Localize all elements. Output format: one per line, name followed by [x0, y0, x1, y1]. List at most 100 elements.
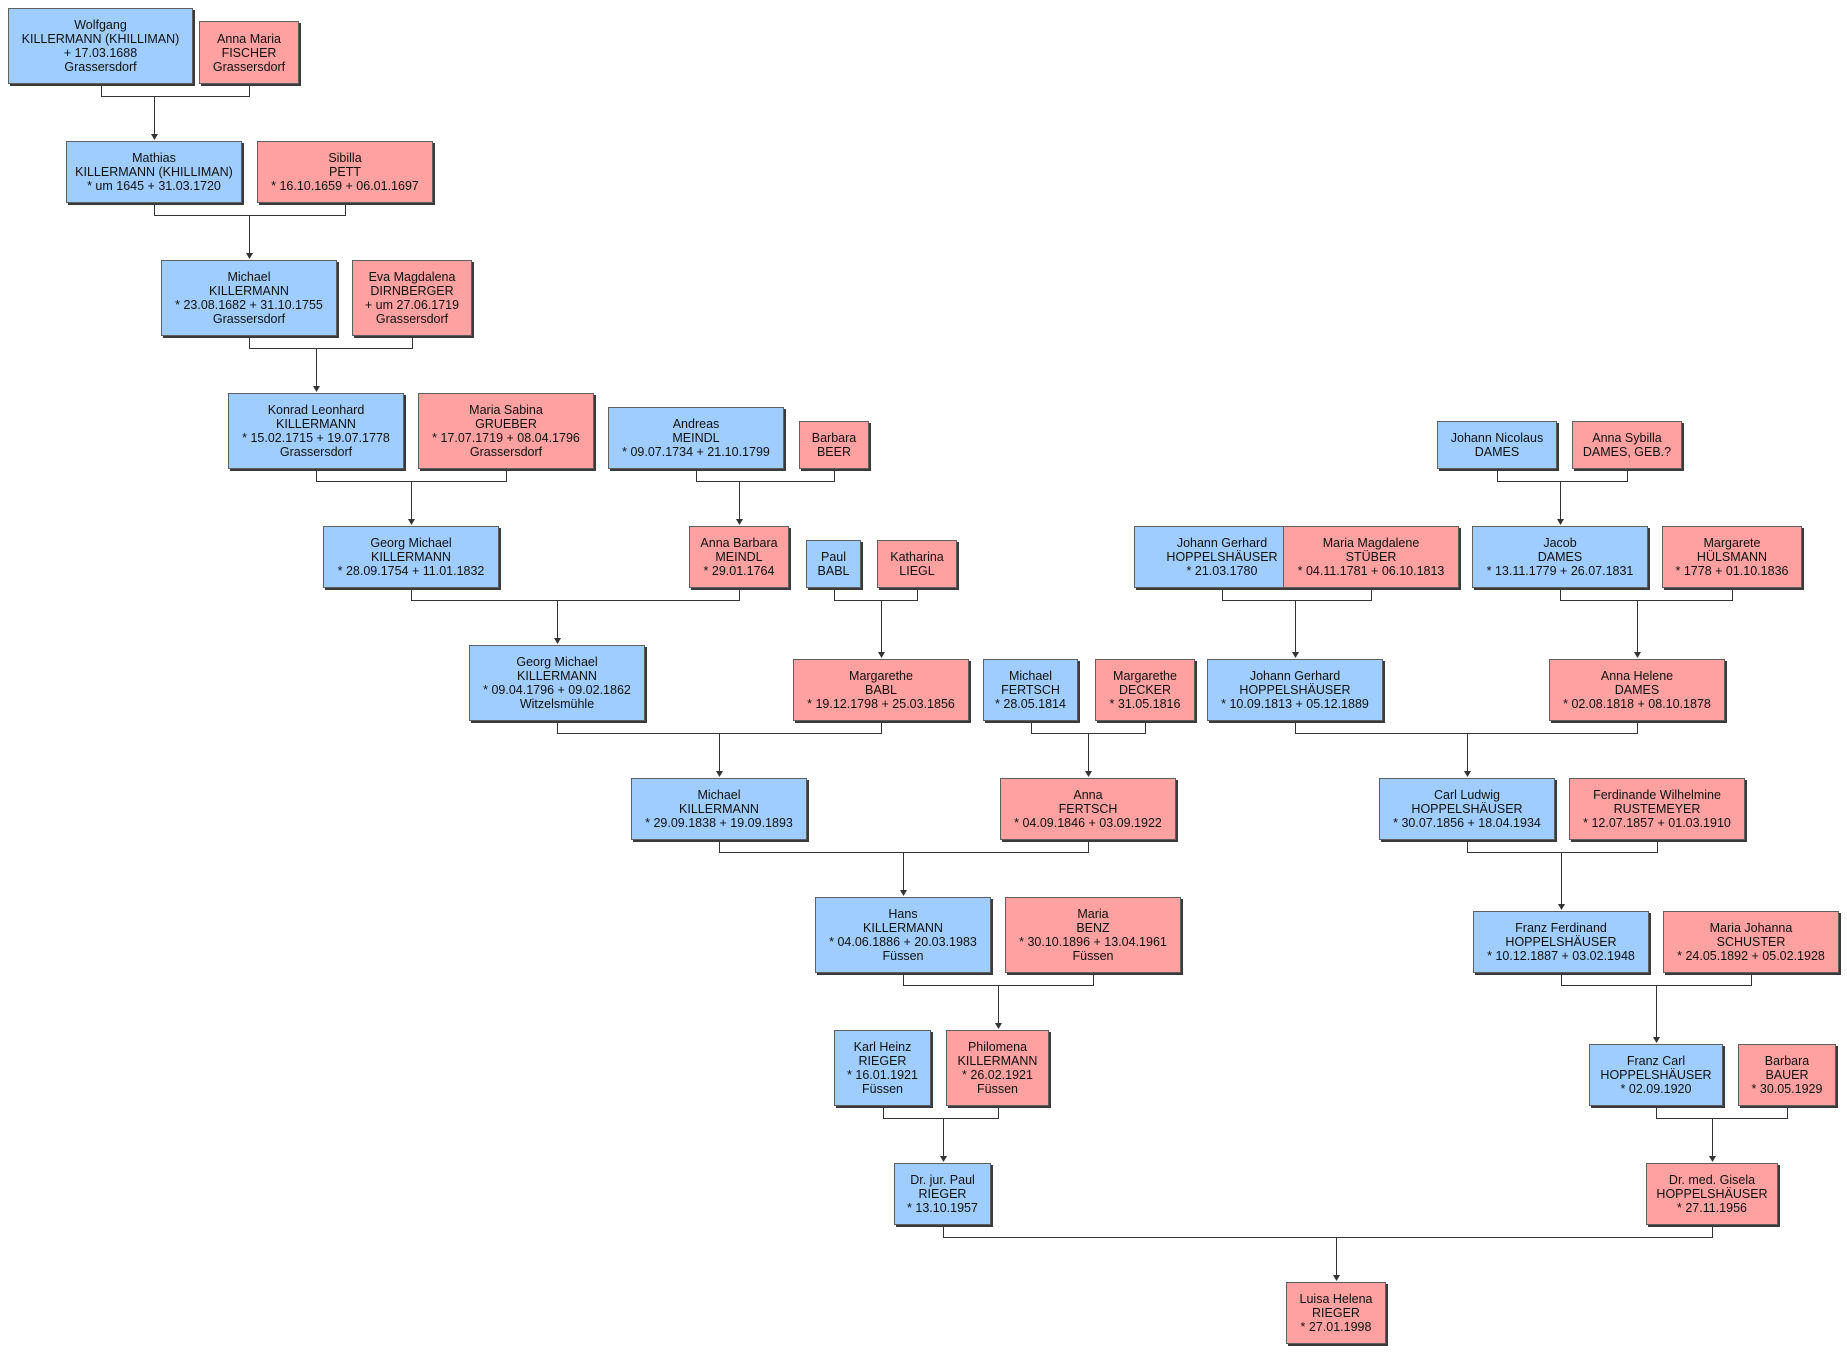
person-line: Georg Michael — [370, 536, 452, 550]
person-line: Michael — [227, 270, 271, 284]
couple-connector — [249, 336, 413, 349]
person-line: * 29.09.1838 + 19.09.1893 — [645, 816, 793, 830]
arrow-head-icon — [1292, 652, 1299, 658]
person-line: STÜBER — [1345, 550, 1397, 564]
person-line: DAMES — [1474, 445, 1520, 459]
couple-connector — [411, 588, 740, 601]
arrow-head-icon — [995, 1023, 1002, 1029]
person-line: GRUEBER — [475, 417, 537, 431]
arrow-head-icon — [1464, 771, 1471, 777]
couple-connector — [834, 588, 918, 601]
person-line: Hans — [888, 907, 918, 921]
person-line: KILLERMANN (KHILLIMAN) — [21, 32, 180, 46]
person-line: Maria Johanna — [1709, 921, 1793, 935]
person-line: Maria Magdalene — [1322, 536, 1420, 550]
person-line: RIEGER — [1312, 1306, 1360, 1320]
person-line: Ferdinande Wilhelmine — [1593, 788, 1721, 802]
person-line: * 16.01.1921 — [847, 1068, 918, 1082]
arrow-head-icon — [408, 519, 415, 525]
person-line: FISCHER — [221, 45, 277, 60]
person-line: * 10.09.1813 + 05.12.1889 — [1221, 697, 1369, 711]
person-line: Anna Maria — [217, 31, 281, 46]
person-line: HOPPELSHÄUSER — [1239, 683, 1351, 697]
arrow-head-icon — [1634, 652, 1641, 658]
couple-connector — [1656, 1106, 1788, 1119]
person-line: * 04.09.1846 + 03.09.1922 — [1014, 816, 1162, 830]
person-line: Maria — [1077, 907, 1109, 921]
couple-connector — [557, 721, 882, 734]
person-line: Carl Ludwig — [1433, 788, 1500, 802]
person-line: * 23.08.1682 + 31.10.1755 — [175, 298, 323, 312]
person-line: Luisa Helena — [1299, 1292, 1373, 1306]
person-line: HOPPELSHÄUSER — [1600, 1068, 1712, 1082]
couple-connector — [101, 84, 250, 97]
person-line: Mathias — [132, 151, 176, 165]
person-line: Füssen — [862, 1082, 903, 1096]
person-line: DAMES — [1537, 550, 1583, 564]
person-line: Jacob — [1543, 536, 1577, 550]
arrow-head-icon — [554, 638, 561, 644]
person-line: * 28.05.1814 — [995, 697, 1066, 711]
couple-connector — [1467, 840, 1658, 853]
person-line: BABL — [865, 683, 897, 697]
person-line: * 31.05.1816 — [1109, 697, 1181, 711]
person-line: Füssen — [977, 1082, 1018, 1096]
person-line: * 1778 + 01.10.1836 — [1675, 564, 1789, 578]
person-line: KILLERMANN — [209, 284, 289, 298]
couple-connector — [696, 469, 835, 482]
person-line: * 26.02.1921 — [962, 1068, 1033, 1082]
person-line: Michael — [697, 788, 741, 802]
person-line: * 09.07.1734 + 21.10.1799 — [622, 445, 770, 459]
person-line: Dr. med. Gisela — [1668, 1173, 1756, 1187]
person-line: * 02.08.1818 + 08.10.1878 — [1563, 697, 1711, 711]
person-line: * 12.07.1857 + 01.03.1910 — [1583, 816, 1731, 830]
person-line: * 16.10.1659 + 06.01.1697 — [271, 179, 419, 193]
arrow-head-icon — [900, 890, 907, 896]
arrow-head-icon — [1709, 1156, 1716, 1162]
couple-connector — [883, 1106, 999, 1119]
person-line: Anna Sybilla — [1592, 431, 1662, 445]
